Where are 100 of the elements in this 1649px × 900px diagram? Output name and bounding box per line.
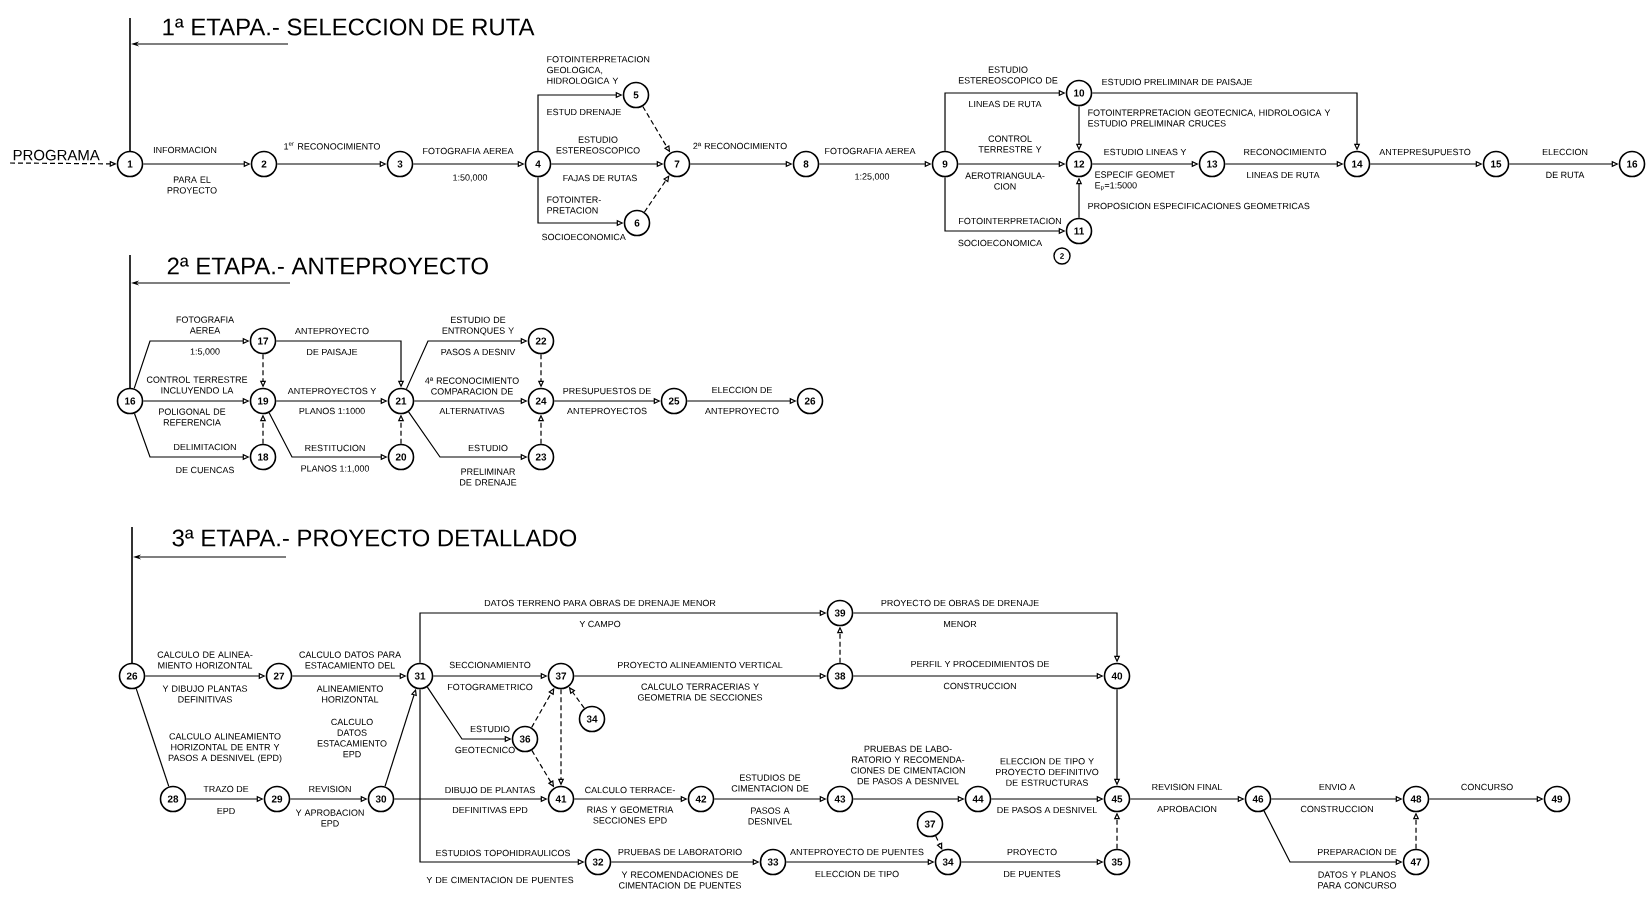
activity-label: PRUEBAS DE LABORATORIO [618, 848, 742, 856]
activity-label: DELIMITACION [174, 443, 236, 451]
activity-label: PASOS A DESNIV [441, 348, 516, 356]
activity-label: FAJAS DE RUTAS [563, 174, 637, 182]
activity-label: SECCIONAMIENTO [449, 661, 531, 669]
activity-label: EPD [217, 807, 235, 815]
activity-label: FOTOGRAFIA AEREA [825, 147, 916, 155]
activity-label: RIAS Y GEOMETRIA SECCIONES EPD [587, 806, 674, 824]
activity-label: ESTUDIOS TOPOHIDRAULICOS [436, 849, 571, 857]
start-label: PROGRAMA [13, 149, 100, 161]
activity-label: CONSTRUCCION [943, 682, 1016, 690]
activity-label: FOTOINTERPRETACION GEOLOGICA, HIDROLOGICA Y [547, 56, 650, 84]
activity-label: FOTOGRAFIA AEREA [423, 147, 514, 155]
activity-label: ESTUDIO [470, 725, 510, 733]
activity-label: RECONOCIMIENTO [1244, 148, 1327, 156]
activity-label: ELECCION DE TIPO Y PROYECTO DEFINITIVO DE ESTRUCTURAS [996, 758, 1099, 786]
connector-line [135, 688, 170, 787]
activity-label: PREPARACION DE [1318, 848, 1397, 856]
activity-label: CALCULO TERRACE- [585, 786, 675, 794]
activity-label: PASOS A DESNIVEL [748, 807, 792, 825]
activity-label: 1:25,000 [855, 173, 890, 181]
activity-label: PROYECTO DE OBRAS DE DRENAJE [881, 599, 1039, 607]
activity-label: ALINEAMIENTO HORIZONTAL [316, 685, 383, 703]
activity-label: CALCULO DATOS PARA ESTACAMIENTO DEL [299, 651, 402, 669]
activity-label: ANTEPROYECTOS Y [287, 387, 377, 395]
activity-label: ESTUDIO ESTEREOSCOPICO DE [958, 66, 1058, 84]
activity-label: LINEAS DE RUTA [969, 100, 1042, 108]
activity-label: 1$^{er}$ RECONOCIMIENTO [284, 142, 380, 150]
activity-label: Y DE CIMENTACION DE PUENTES [426, 876, 574, 884]
activity-label: PRESUPUESTOS DE [563, 387, 651, 395]
activity-label: PROYECTO ALINEAMIENTO VERTICAL [618, 661, 783, 669]
activity-label: PRUEBAS DE LABO- RATORIO Y RECOMENDA- CIONES DE CIMENTACION DE PASOS A DESNIVEL [851, 745, 965, 785]
activity-label: CONTROL TERRESTRE Y [978, 135, 1042, 153]
stage-title: 2ª ETAPA.- ANTEPROYECTO [167, 257, 488, 275]
activity-label: ESTUD DRENAJE [547, 108, 621, 116]
activity-label: PARA EL PROYECTO [167, 176, 217, 194]
activity-label: CONTROL TERRESTRE INCLUYENDO LA [146, 376, 248, 394]
activity-label: ELECCION [1542, 148, 1588, 156]
activity-label: SOCIOECONOMICA [958, 239, 1043, 247]
activity-label: ESTUDIO LINEAS Y [1104, 148, 1187, 156]
activity-label: REVISION [309, 785, 351, 793]
activity-label: TRAZO DE [203, 785, 249, 793]
activity-label: Y APROBACION EPD [295, 809, 364, 827]
activity-label: DATOS Y PLANOS PARA CONCURSO [1318, 871, 1397, 889]
activity-label: Y CAMPO [579, 620, 621, 628]
activity-label: DE PASOS A DESNIVEL [997, 806, 1097, 814]
activity-label: PLANOS 1:1,000 [301, 465, 370, 473]
activity-label: APROBACION [1157, 805, 1217, 813]
stage-title: 1ª ETAPA.- SELECCION DE RUTA [163, 18, 535, 36]
activity-label: DE RUTA [1546, 171, 1585, 179]
activity-label: PROPOSICION ESPECIFICACIONES GEOMETRICAS [1088, 202, 1310, 210]
activity-label: ESTUDIO DE ENTRONQUES Y [442, 316, 514, 336]
dashed-arrow [935, 835, 943, 850]
activity-label: CALCULO ALINEAMIENTO HORIZONTAL DE ENTR Y PASOS A DESNIVEL (EPD) [168, 733, 282, 763]
activity-label: ESTUDIOS DE CIMENTACION DE [731, 774, 809, 792]
activity-label: CALCULO DE ALINEA- MIENTO HORIZONTAL [157, 651, 253, 669]
activity-label: ENVIO A [1319, 783, 1356, 791]
activity-label: AEROTRIANGULA- CION [965, 172, 1045, 190]
activity-label: DE CUENCAS [176, 466, 234, 474]
activity-label: 4ª RECONOCIMIENTO COMPARACION DE [425, 377, 519, 395]
activity-label: CONSTRUCCION [1300, 805, 1373, 813]
activity-label: DE PAISAJE [307, 348, 358, 356]
activity-label: Y DIBUJO PLANTAS DEFINITIVAS [162, 685, 248, 703]
activity-label: ANTEPROYECTOS [567, 407, 647, 415]
activity-label: ESTUDIO ESTEREOSCOPICO [556, 136, 640, 154]
activity-label: CONCURSO [1461, 783, 1513, 791]
activity-label: DIBUJO DE PLANTAS [445, 786, 535, 794]
activity-label: ALTERNATIVAS [439, 407, 505, 415]
activity-label: POLIGONAL DE REFERENCIA [159, 408, 226, 426]
activity-label: 1:5,000 [190, 348, 220, 356]
stage-title: 3ª ETAPA.- PROYECTO DETALLADO [172, 529, 577, 547]
activity-label: ESTUDIO [468, 444, 508, 452]
activity-label: MENOR [944, 620, 977, 628]
activity-label: FOTOINTERPRETACION GEOTECNICA, HIDROLOGICA Y ESTUDIO PRELIMINAR CRUCES [1088, 109, 1331, 127]
activity-label: LINEAS DE RUTA [1247, 171, 1320, 179]
activity-label: Y RECOMENDACIONES DE CIMENTACION DE PUENTES [619, 871, 742, 889]
activity-label: ELECCION DE TIPO [815, 870, 899, 878]
activity-label: 2ª RECONOCIMIENTO [693, 142, 787, 150]
dashed-arrow [643, 175, 670, 213]
activity-label: PRELIMINAR DE DRENAJE [460, 468, 517, 486]
activity-label: FOTOINTER- PRETACION [547, 196, 601, 214]
activity-label: FOTOINTERPRETACION [959, 217, 1061, 225]
activity-label: PERFIL Y PROCEDIMIENTOS DE [911, 660, 1050, 668]
activity-label: ANTEPRESUPUESTO [1379, 148, 1471, 156]
activity-label: PLANOS 1:1000 [299, 407, 365, 415]
activity-label: DEFINITIVAS EPD [452, 806, 528, 814]
activity-label: FOTOGRAMETRICO [448, 683, 533, 691]
activity-label: ESPECIF GEOMET E$_{p}$=1:5000 [1095, 171, 1175, 191]
activity-label: FOTOGRAFIA AEREA [176, 316, 235, 334]
activity-label: ANTEPROYECTO [705, 407, 779, 415]
activity-label: ANTEPROYECTO DE PUENTES [790, 848, 924, 856]
activity-label: DATOS TERRENO PARA OBRAS DE DRENAJE MENOR [484, 599, 716, 607]
activity-label: CALCULO TERRACERIAS Y GEOMETRIA DE SECCIONES [637, 683, 763, 701]
activity-label: CALCULO DATOS ESTACAMIENTO EPD [317, 718, 387, 758]
activity-label: ELECCION DE [712, 386, 772, 394]
activity-label: 1:50,000 [453, 174, 488, 182]
activity-label: REVISION FINAL [1152, 783, 1223, 791]
activity-label: RESTITUCION [305, 444, 365, 452]
activity-label: ESTUDIO PRELIMINAR DE PAISAJE [1102, 78, 1253, 86]
activity-label: INFORMACION [153, 146, 217, 154]
